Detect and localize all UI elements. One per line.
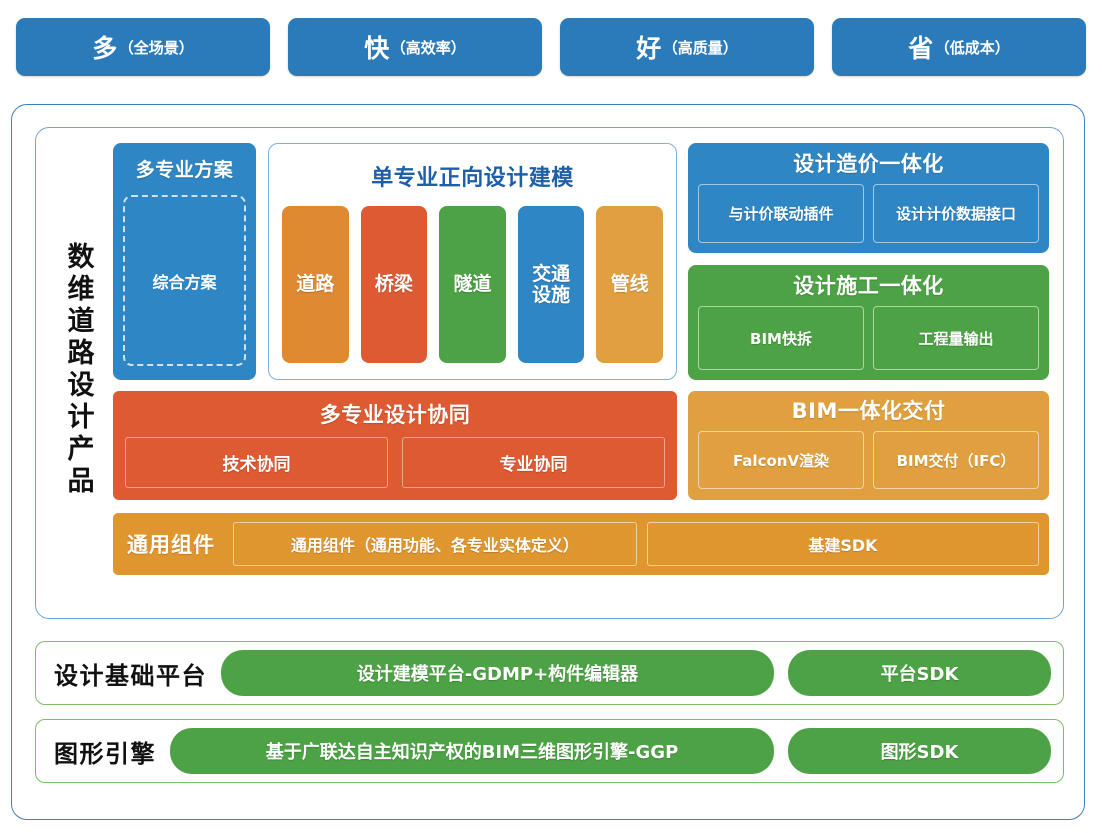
slogan-sub-text: （高质量） — [662, 38, 738, 57]
slogan-main-text: 多 — [92, 34, 118, 63]
graphics-engine-row: 图形引擎 基于广联达自主知识产权的BIM三维图形引擎-GGP 图形SDK — [35, 719, 1064, 783]
slogan-chip-duo[interactable]: 多 （全场景） — [16, 18, 270, 76]
design-platform-sdk-pill[interactable]: 平台SDK — [788, 650, 1051, 696]
discipline-chip-label: 桥梁 — [374, 273, 413, 296]
graphics-engine-label: 图形引擎 — [54, 739, 156, 768]
discipline-chip-row: 道路 桥梁 隧道 交通设施 管线 — [269, 206, 676, 379]
bim-delivery-card[interactable]: BIM一体化交付 FalconV渲染 BIM交付（IFC） — [688, 391, 1049, 500]
design-platform-main-pill[interactable]: 设计建模平台-GDMP+构件编辑器 — [221, 650, 774, 696]
graphics-engine-sdk-pill[interactable]: 图形SDK — [788, 728, 1051, 774]
discipline-chip-pipeline[interactable]: 管线 — [596, 206, 663, 363]
multi-solution-title: 多专业方案 — [135, 159, 234, 181]
bim-delivery-sub-falconv[interactable]: FalconV渲染 — [698, 431, 864, 489]
common-components-label: 通用组件 — [127, 533, 215, 557]
discipline-chip-label: 道路 — [296, 273, 335, 296]
construction-integration-title: 设计施工一体化 — [793, 274, 944, 298]
slogan-chip-sheng[interactable]: 省 （低成本） — [832, 18, 1086, 76]
cost-integration-sub-plugin[interactable]: 与计价联动插件 — [698, 184, 864, 243]
right-integration-stack: 设计造价一体化 与计价联动插件 设计计价数据接口 设计施工一体化 BIM快拆 工… — [688, 143, 1049, 380]
slogan-chip-kuai[interactable]: 快 （高效率） — [288, 18, 542, 76]
collaboration-subrow: 技术协同 专业协同 — [125, 437, 665, 488]
slogan-sub-text: （高效率） — [390, 38, 466, 57]
single-discipline-card: 单专业正向设计建模 道路 桥梁 隧道 交通设施 管线 — [268, 143, 677, 380]
slogan-main-text: 好 — [636, 34, 662, 63]
discipline-chip-label: 隧道 — [453, 273, 492, 296]
cost-integration-title: 设计造价一体化 — [793, 152, 944, 176]
discipline-chip-traffic-facility[interactable]: 交通设施 — [517, 206, 585, 363]
collaboration-sub-technical[interactable]: 技术协同 — [125, 437, 388, 488]
discipline-chip-road[interactable]: 道路 — [282, 206, 349, 363]
construction-integration-sub-quantity[interactable]: 工程量输出 — [873, 306, 1039, 370]
discipline-chip-label: 管线 — [610, 273, 649, 296]
common-components-main-box[interactable]: 通用组件（通用功能、各专业实体定义） — [233, 522, 637, 566]
collaboration-card[interactable]: 多专业设计协同 技术协同 专业协同 — [113, 391, 677, 500]
slogan-bar: 多 （全场景） 快 （高效率） 好 （高质量） 省 （低成本） — [16, 18, 1086, 76]
common-components-row: 通用组件 通用组件（通用功能、各专业实体定义） 基建SDK — [113, 513, 1049, 575]
construction-integration-card[interactable]: 设计施工一体化 BIM快拆 工程量输出 — [688, 265, 1049, 380]
bim-delivery-sub-ifc[interactable]: BIM交付（IFC） — [873, 431, 1039, 489]
design-platform-row: 设计基础平台 设计建模平台-GDMP+构件编辑器 平台SDK — [35, 641, 1064, 705]
common-components-sdk-box[interactable]: 基建SDK — [646, 522, 1039, 566]
discipline-chip-label: 交通设施 — [532, 262, 571, 306]
slogan-main-text: 省 — [908, 34, 934, 63]
product-side-label: 数维道路设计产品 — [62, 242, 94, 498]
single-discipline-title: 单专业正向设计建模 — [371, 166, 574, 191]
cost-integration-card[interactable]: 设计造价一体化 与计价联动插件 设计计价数据接口 — [688, 143, 1049, 253]
discipline-chip-bridge[interactable]: 桥梁 — [360, 206, 428, 363]
discipline-chip-tunnel[interactable]: 隧道 — [439, 206, 506, 363]
collaboration-sub-professional[interactable]: 专业协同 — [402, 437, 665, 488]
graphics-engine-main-pill[interactable]: 基于广联达自主知识产权的BIM三维图形引擎-GGP — [170, 728, 774, 774]
design-platform-label: 设计基础平台 — [54, 661, 207, 690]
slogan-main-text: 快 — [364, 34, 390, 63]
construction-integration-subrow: BIM快拆 工程量输出 — [698, 306, 1039, 370]
bim-delivery-subrow: FalconV渲染 BIM交付（IFC） — [698, 431, 1039, 489]
cost-integration-sub-interface[interactable]: 设计计价数据接口 — [873, 184, 1039, 243]
multi-solution-inner-box[interactable]: 综合方案 — [123, 195, 246, 366]
multi-solution-card[interactable]: 多专业方案 综合方案 — [113, 143, 256, 380]
bim-delivery-title: BIM一体化交付 — [791, 399, 946, 423]
cost-integration-subrow: 与计价联动插件 设计计价数据接口 — [698, 184, 1039, 243]
collaboration-title: 多专业设计协同 — [319, 403, 471, 427]
slogan-sub-text: （低成本） — [934, 38, 1010, 57]
slogan-sub-text: （全场景） — [118, 38, 194, 57]
slogan-chip-hao[interactable]: 好 （高质量） — [560, 18, 814, 76]
construction-integration-sub-bim-split[interactable]: BIM快拆 — [698, 306, 864, 370]
